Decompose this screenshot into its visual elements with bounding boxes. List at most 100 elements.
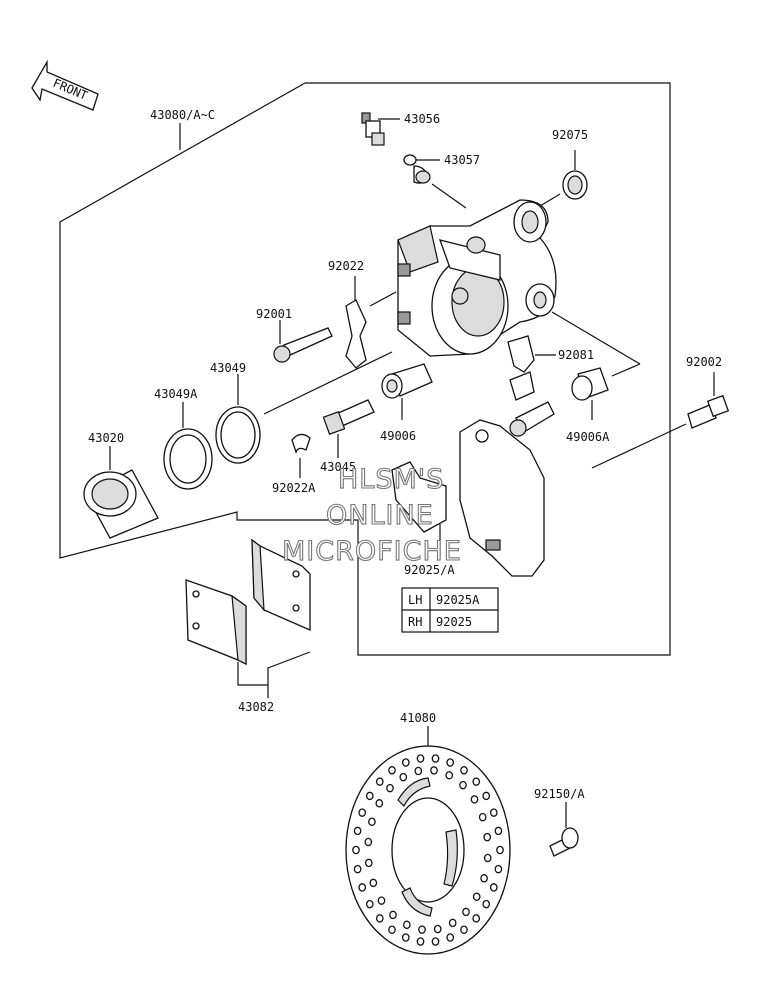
disc-hole xyxy=(448,918,457,928)
front-arrow: FRONT xyxy=(31,59,99,111)
disc-hole xyxy=(377,896,386,905)
disc-hole xyxy=(482,899,491,909)
disc-holes xyxy=(352,754,504,946)
table-part-lh: 92025A xyxy=(436,593,480,607)
label-43082: 43082 xyxy=(238,700,274,714)
bleeder-cap xyxy=(403,154,467,209)
label-49006A: 49006A xyxy=(566,430,610,444)
disc-hole xyxy=(430,766,438,775)
pad-spring xyxy=(391,461,447,556)
caliper-pin xyxy=(273,320,333,363)
brake-pads xyxy=(185,538,311,698)
disc-hole xyxy=(352,845,360,855)
disc-hole xyxy=(482,791,491,801)
dust-seal xyxy=(163,402,213,490)
disc-hole xyxy=(472,892,481,901)
disc-hole xyxy=(375,914,384,923)
disc-hole xyxy=(399,772,408,782)
disc-hole xyxy=(483,853,492,863)
pad-springs xyxy=(507,311,641,401)
label-41080: 41080 xyxy=(400,711,436,725)
label-43049: 43049 xyxy=(210,361,246,375)
watermark-line-2: ONLINE xyxy=(326,500,434,531)
disc-hole xyxy=(416,937,425,946)
disc-hole xyxy=(353,826,362,836)
assembly-outline xyxy=(59,82,671,656)
disc-hole xyxy=(358,883,367,892)
disc-hole xyxy=(416,754,425,763)
caliper-bracket xyxy=(459,401,555,577)
label-43056: 43056 xyxy=(404,112,440,126)
label-43049A: 43049A xyxy=(154,387,198,401)
disc-hole xyxy=(369,878,378,888)
piston-seal xyxy=(215,351,393,464)
bleeder-valve xyxy=(361,112,400,146)
label-92150A: 92150/A xyxy=(534,787,585,801)
brake-disc xyxy=(345,726,511,955)
disc-hole xyxy=(483,832,492,842)
disc-hole xyxy=(446,758,455,767)
disc-hole xyxy=(431,937,440,946)
table-side-lh: LH xyxy=(408,593,422,607)
label-92002: 92002 xyxy=(686,355,722,369)
disc-hole xyxy=(418,925,426,934)
piston xyxy=(83,446,159,539)
disc-hole xyxy=(402,920,411,930)
disc-hole xyxy=(460,766,468,775)
label-43045: 43045 xyxy=(320,460,356,474)
disc-hole xyxy=(459,780,467,790)
label-43057: 43057 xyxy=(444,153,480,167)
disc-hole xyxy=(388,766,396,775)
table-part-rh: 92025 xyxy=(436,615,472,629)
disc-hole xyxy=(401,933,410,942)
label-92075: 92075 xyxy=(552,128,588,142)
disc-hole xyxy=(353,864,362,874)
disc-hole xyxy=(388,925,396,934)
disc-hole xyxy=(496,845,504,855)
disc-hole xyxy=(494,826,503,836)
slide-shaft xyxy=(322,399,375,458)
disc-hole xyxy=(462,907,470,917)
disc-hole xyxy=(494,864,503,874)
disc-hole xyxy=(472,914,481,923)
caliper-body xyxy=(397,199,557,357)
disc-hole xyxy=(389,910,397,920)
label-43080: 43080/A~C xyxy=(150,108,215,122)
bushing-a xyxy=(571,367,609,420)
disc-hole xyxy=(445,770,454,780)
disc-hole xyxy=(414,766,423,776)
bushing xyxy=(381,363,433,420)
watermark: HLSM'S ONLINE MICROFICHE xyxy=(281,463,462,567)
side-table: LH 92025A RH 92025 xyxy=(401,587,499,633)
watermark-line-1: HLSM'S xyxy=(338,464,444,495)
disc-hole xyxy=(365,791,374,801)
label-43020: 43020 xyxy=(88,431,124,445)
disc-hole xyxy=(375,799,384,808)
label-92022: 92022 xyxy=(328,259,364,273)
mounting-bolt xyxy=(591,372,730,469)
disc-hole xyxy=(480,874,488,883)
disc-hole xyxy=(460,925,468,934)
pad-spring-plate xyxy=(345,276,397,369)
table-side-rh: RH xyxy=(408,615,422,629)
disc-hole xyxy=(386,783,394,793)
disc-hole xyxy=(472,777,481,786)
disc-hole xyxy=(365,899,374,909)
disc-hole xyxy=(489,808,498,817)
disc-hole xyxy=(478,812,487,822)
boot xyxy=(539,150,588,207)
label-92025A: 92025/A xyxy=(404,563,455,577)
disc-hole xyxy=(446,933,455,942)
disc-hole xyxy=(470,795,479,804)
clip xyxy=(291,433,311,478)
disc-hole xyxy=(375,777,384,786)
label-49006: 49006 xyxy=(380,429,416,443)
disc-hole xyxy=(364,837,373,847)
disc-hole xyxy=(358,808,367,817)
disc-hole xyxy=(431,754,440,763)
watermark-line-3: MICROFICHE xyxy=(282,536,462,567)
disc-hole xyxy=(364,858,373,868)
label-92081: 92081 xyxy=(558,348,594,362)
label-92001: 92001 xyxy=(256,307,292,321)
